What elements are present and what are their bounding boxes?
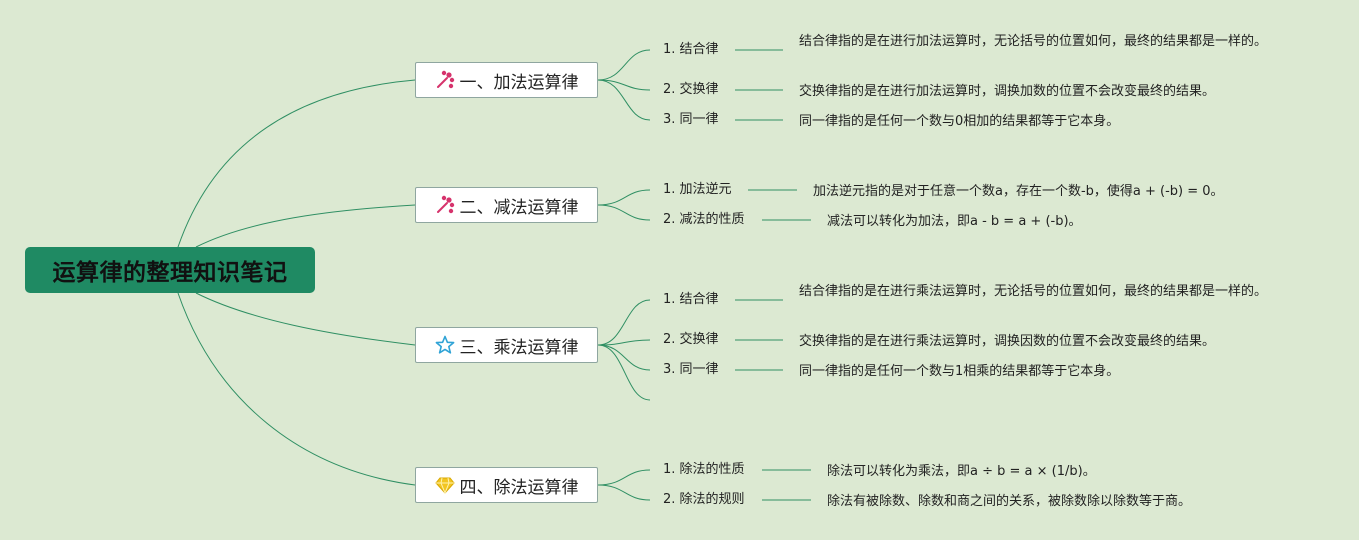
leaf-description: 交换律指的是在进行加法运算时，调换加数的位置不会改变最终的结果。 (799, 84, 1216, 99)
leaf-description: 结合律指的是在进行加法运算时，无论括号的位置如何，最终的结果都是一样的。 (799, 34, 1268, 49)
branch-topic-addition[interactable]: 一、加法运算律 (415, 62, 598, 98)
leaf-description: 加法逆元指的是对于任意一个数a，存在一个数-b，使得a + (-b) = 0。 (813, 184, 1224, 199)
leaf-label[interactable]: 1. 结合律 (663, 42, 719, 57)
sparkle-icon (435, 70, 455, 90)
root-title: 运算律的整理知识笔记 (52, 260, 288, 286)
branch-topic-multiplication[interactable]: 三、乘法运算律 (415, 327, 598, 363)
leaf-label[interactable]: 2. 除法的规则 (663, 492, 745, 507)
leaf-label[interactable]: 1. 结合律 (663, 292, 719, 307)
branch-title: 三、乘法运算律 (459, 337, 579, 358)
leaf-label[interactable]: 2. 减法的性质 (663, 212, 745, 227)
branch-title: 二、减法运算律 (459, 197, 579, 218)
leaf-label[interactable]: 2. 交换律 (663, 82, 719, 97)
leaf-description: 交换律指的是在进行乘法运算时，调换因数的位置不会改变最终的结果。 (799, 334, 1216, 349)
sparkle-icon (435, 195, 455, 215)
leaf-label[interactable]: 3. 同一律 (663, 362, 719, 377)
star-icon (435, 335, 455, 355)
leaf-label[interactable]: 1. 加法逆元 (663, 182, 732, 197)
leaf-description: 结合律指的是在进行乘法运算时，无论括号的位置如何，最终的结果都是一样的。 (799, 284, 1268, 299)
leaf-description: 减法可以转化为加法，即a - b = a + (-b)。 (827, 214, 1082, 229)
root-topic[interactable]: 运算律的整理知识笔记 (25, 247, 315, 293)
branch-topic-subtraction[interactable]: 二、减法运算律 (415, 187, 598, 223)
branch-title: 一、加法运算律 (459, 72, 579, 93)
leaf-description: 除法可以转化为乘法，即a ÷ b = a × (1/b)。 (827, 464, 1096, 479)
leaf-label[interactable]: 1. 除法的性质 (663, 462, 745, 477)
branch-title: 四、除法运算律 (459, 477, 579, 498)
leaf-description: 除法有被除数、除数和商之间的关系，被除数除以除数等于商。 (827, 494, 1192, 509)
leaf-description: 同一律指的是任何一个数与0相加的结果都等于它本身。 (799, 114, 1120, 129)
leaf-label[interactable]: 3. 同一律 (663, 112, 719, 127)
leaf-description: 同一律指的是任何一个数与1相乘的结果都等于它本身。 (799, 364, 1120, 379)
leaf-label[interactable]: 2. 交换律 (663, 332, 719, 347)
branch-topic-division[interactable]: 四、除法运算律 (415, 467, 598, 503)
diamond-icon (434, 475, 455, 495)
